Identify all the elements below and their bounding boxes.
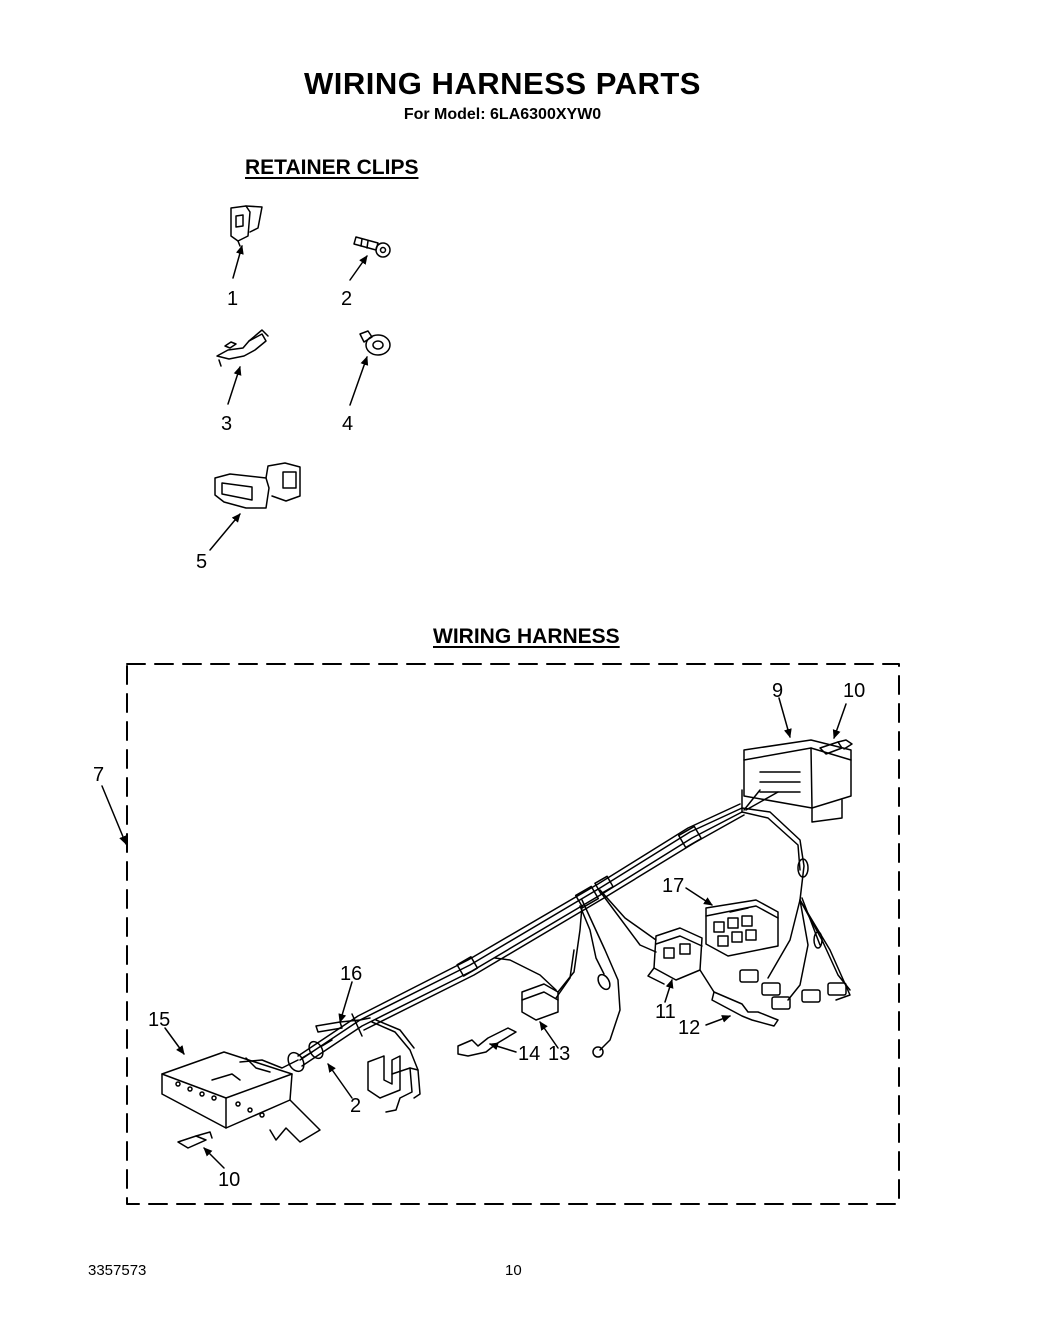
leader-9 xyxy=(778,697,792,738)
right-branch-terminals xyxy=(739,969,847,1010)
connector-block-9 xyxy=(743,739,852,823)
harness-leader-7 xyxy=(101,785,127,845)
clip-3-drawing xyxy=(216,329,269,367)
leader-13 xyxy=(539,1021,559,1049)
harness-frame xyxy=(126,663,900,1205)
leader-16 xyxy=(338,981,353,1023)
clip-4-drawing xyxy=(359,330,391,356)
page-number: 10 xyxy=(505,1262,522,1279)
callout-12: 12 xyxy=(678,1017,700,1039)
model-subtitle: For Model: 6LA6300XYW0 xyxy=(403,106,602,123)
connector-13 xyxy=(494,905,583,1021)
clip-5-leader xyxy=(209,513,241,551)
callout-7: 7 xyxy=(93,764,104,786)
callout-3: 3 xyxy=(221,413,232,435)
callout-10-top: 10 xyxy=(843,680,865,702)
switch-11 xyxy=(599,889,703,985)
document-number: 3357573 xyxy=(88,1262,147,1279)
callout-15: 15 xyxy=(148,1009,170,1031)
terminal-12 xyxy=(699,969,779,1027)
callout-5: 5 xyxy=(196,551,207,573)
leader-12 xyxy=(705,1015,731,1026)
callout-9: 9 xyxy=(772,680,783,702)
callout-17: 17 xyxy=(662,875,684,897)
leader-17 xyxy=(685,887,713,906)
clip-1-leader xyxy=(232,245,244,279)
tie-strap-16 xyxy=(315,1013,371,1037)
ring-terminal-loop xyxy=(579,899,621,1058)
callout-16: 16 xyxy=(340,963,362,985)
u-terminals xyxy=(367,1019,421,1113)
page-title: WIRING HARNESS PARTS xyxy=(304,66,701,101)
callout-11: 11 xyxy=(655,1001,676,1023)
clip-2-on-harness xyxy=(287,1039,333,1073)
callout-2-clips: 2 xyxy=(341,288,352,310)
leader-11 xyxy=(664,979,674,1003)
terminal-14 xyxy=(457,1027,517,1057)
clip-1-drawing xyxy=(230,205,263,247)
terminal-10-top xyxy=(819,739,853,755)
leader-10-bottom xyxy=(203,1147,225,1169)
callout-10-bottom: 10 xyxy=(218,1169,240,1191)
connector-17 xyxy=(705,899,779,957)
leader-15 xyxy=(164,1027,185,1055)
leader-14 xyxy=(489,1042,517,1053)
callout-4: 4 xyxy=(342,413,353,435)
callout-2-harness: 2 xyxy=(350,1095,361,1117)
callout-14: 14 xyxy=(518,1043,540,1065)
leader-2-harness xyxy=(327,1063,353,1099)
callout-1: 1 xyxy=(227,288,238,310)
terminal-10-bottom xyxy=(177,1131,213,1149)
wiring-harness-heading: WIRING HARNESS xyxy=(433,625,620,648)
clip-2-leader xyxy=(349,255,368,281)
clip-4-leader xyxy=(349,356,369,406)
clip-3-leader xyxy=(227,366,242,405)
connector-block-15 xyxy=(161,1051,321,1143)
callout-13: 13 xyxy=(548,1043,570,1065)
leader-10-top xyxy=(832,703,847,739)
clip-5-drawing xyxy=(214,462,301,509)
retainer-clips-heading: RETAINER CLIPS xyxy=(245,156,419,179)
clip-2-drawing xyxy=(353,236,391,258)
harness-bundle xyxy=(297,789,851,1067)
